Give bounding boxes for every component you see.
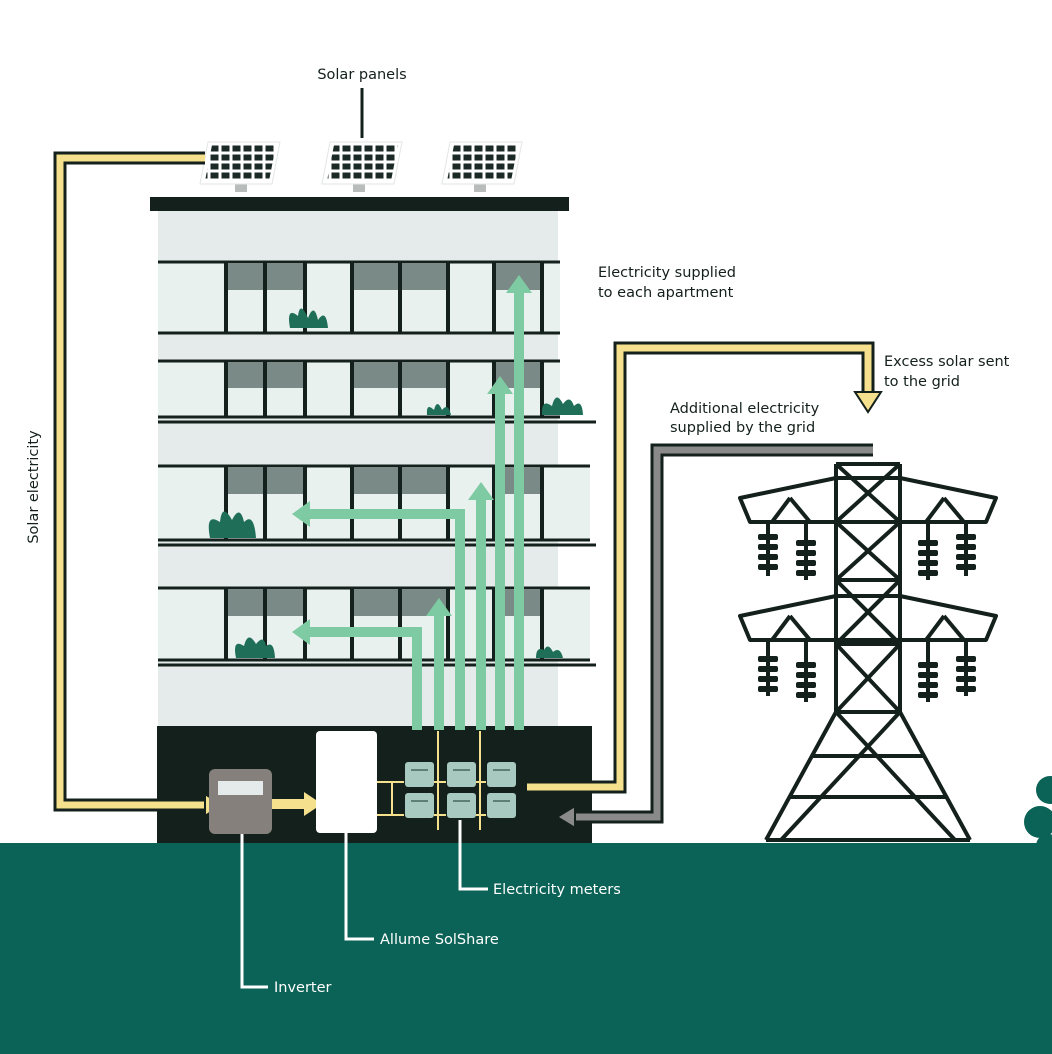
supply-arrow bbox=[506, 275, 532, 730]
plant-icon bbox=[536, 646, 563, 658]
excess-label-line1: Excess solar sent bbox=[884, 354, 1010, 370]
apartment-supply-arrows bbox=[292, 275, 532, 730]
solshare-unit bbox=[316, 731, 377, 833]
insulator-icon bbox=[796, 524, 816, 580]
supply-arrow bbox=[292, 501, 465, 730]
plant-icon bbox=[426, 404, 451, 415]
additional-label-line1: Additional electricity bbox=[670, 401, 820, 417]
plant-icon bbox=[289, 308, 328, 328]
grid-supply-line bbox=[555, 443, 873, 830]
component-leaders bbox=[240, 820, 488, 989]
solar-panel-icon bbox=[199, 141, 281, 192]
storey bbox=[158, 262, 560, 333]
bush-icon bbox=[1024, 776, 1052, 858]
supplied-label-line2: to each apartment bbox=[598, 285, 734, 301]
inverter-to-solshare-arrow bbox=[272, 792, 322, 816]
meter-icon bbox=[405, 762, 516, 818]
supplied-label-line1: Electricity supplied bbox=[598, 265, 736, 281]
solshare-label: Allume SolShare bbox=[380, 932, 499, 948]
insulator-icon bbox=[956, 642, 976, 696]
solar-electricity-label: Solar electricity bbox=[26, 430, 42, 544]
excess-solar-line bbox=[527, 341, 883, 794]
insulator-icon bbox=[918, 642, 938, 702]
meter-displays bbox=[411, 769, 510, 802]
excess-label-line2: to the grid bbox=[884, 374, 960, 390]
plant-icon bbox=[208, 511, 256, 538]
transmission-tower-icon bbox=[738, 462, 998, 842]
plant-icon bbox=[235, 637, 275, 658]
solar-panel-icon bbox=[441, 141, 523, 192]
insulator-icon bbox=[758, 524, 778, 576]
plant-icon bbox=[541, 397, 583, 415]
insulators bbox=[758, 524, 976, 702]
storey bbox=[158, 361, 560, 417]
inverter-label: Inverter bbox=[274, 980, 332, 996]
supply-arrow bbox=[487, 376, 513, 730]
ground bbox=[0, 843, 1052, 1054]
additional-label-line2: supplied by the grid bbox=[670, 420, 815, 436]
supply-arrow bbox=[468, 482, 494, 730]
inverter-icon bbox=[209, 769, 272, 834]
insulator-icon bbox=[918, 524, 938, 580]
supply-arrow bbox=[292, 619, 422, 730]
meter-wiring bbox=[377, 731, 486, 830]
storey bbox=[158, 588, 590, 660]
solar-panels-label: Solar panels bbox=[317, 67, 406, 83]
solar-panel-icon bbox=[321, 141, 403, 192]
supply-arrow bbox=[426, 598, 452, 730]
insulator-icon bbox=[758, 642, 778, 696]
meters-label: Electricity meters bbox=[493, 882, 621, 898]
insulator-icon bbox=[796, 642, 816, 702]
insulator-icon bbox=[956, 524, 976, 576]
